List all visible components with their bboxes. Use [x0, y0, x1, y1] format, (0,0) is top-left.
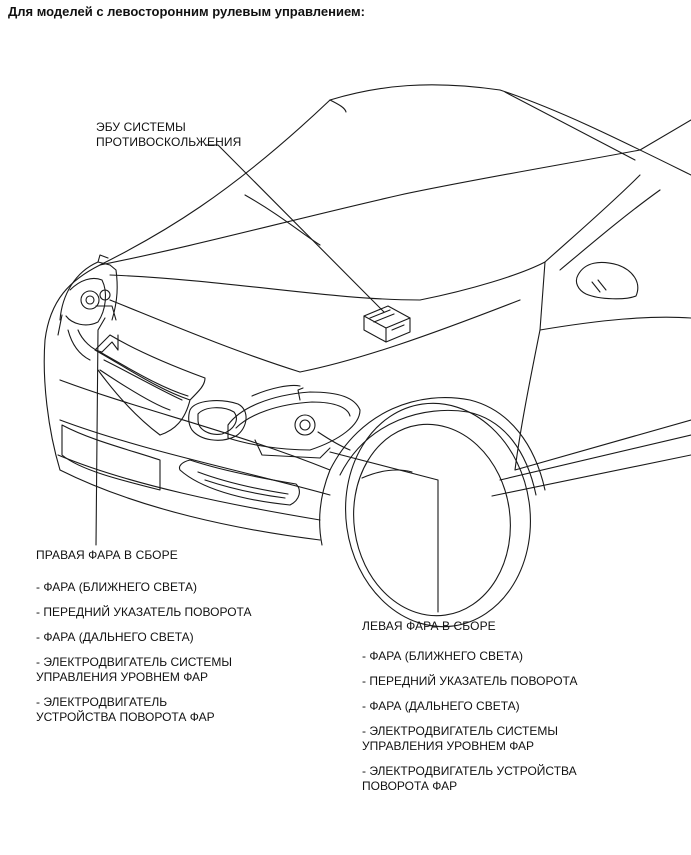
callout-leaders — [95, 144, 439, 613]
page-heading: Для моделей с левосторонним рулевым упра… — [8, 4, 365, 19]
right-headlight-leader — [95, 317, 106, 546]
windshield-frame — [99, 84, 691, 266]
list-item: - ПЕРЕДНИЙ УКАЗАТЕЛЬ ПОВОРОТА — [36, 605, 252, 619]
front-wheel — [345, 402, 531, 628]
list-item: - ЭЛЕКТРОДВИГАТЕЛЬ УСТРОЙСТВА ПОВОРОТА Ф… — [362, 764, 577, 793]
list-item: - ПЕРЕДНИЙ УКАЗАТЕЛЬ ПОВОРОТА — [362, 674, 578, 688]
left-headlight-title: ЛЕВАЯ ФАРА В СБОРЕ — [362, 619, 496, 633]
left-headlight-parts: - ФАРА (БЛИЖНЕГО СВЕТА) - ПЕРЕДНИЙ УКАЗА… — [362, 649, 662, 804]
left-headlight-drawing — [188, 384, 361, 459]
list-item: - ФАРА (БЛИЖНЕГО СВЕТА) — [36, 580, 197, 594]
front-bumper — [43, 264, 331, 541]
right-headlight-title: ПРАВАЯ ФАРА В СБОРЕ — [36, 548, 178, 562]
a-pillar — [539, 174, 661, 331]
list-item: - ФАРА (ДАЛЬНЕГО СВЕТА) — [362, 699, 520, 713]
abs-ecu-leader — [205, 144, 385, 313]
right-headlight-parts: - ФАРА (БЛИЖНЕГО СВЕТА) - ПЕРЕДНИЙ УКАЗА… — [36, 580, 316, 735]
list-item: - ЭЛЕКТРОДВИГАТЕЛЬ УСТРОЙСТВА ПОВОРОТА Ф… — [36, 695, 215, 724]
abs-ecu-label: ЭБУ СИСТЕМЫ ПРОТИВОСКОЛЬЖЕНИЯ — [96, 120, 242, 149]
abs-ecu-module — [363, 305, 411, 343]
list-item: - ФАРА (ДАЛЬНЕГО СВЕТА) — [36, 630, 194, 644]
front-grille — [94, 334, 206, 436]
left-headlight-leader — [329, 451, 439, 613]
list-item: - ЭЛЕКТРОДВИГАТЕЛЬ СИСТЕМЫ УПРАВЛЕНИЯ УР… — [362, 724, 559, 753]
right-headlight-drawing — [57, 254, 119, 361]
list-item: - ФАРА (БЛИЖНЕГО СВЕТА) — [362, 649, 523, 663]
list-item: - ЭЛЕКТРОДВИГАТЕЛЬ СИСТЕМЫ УПРАВЛЕНИЯ УР… — [36, 655, 233, 684]
side-body — [491, 316, 691, 497]
side-mirror — [575, 261, 639, 300]
hood — [99, 149, 641, 373]
